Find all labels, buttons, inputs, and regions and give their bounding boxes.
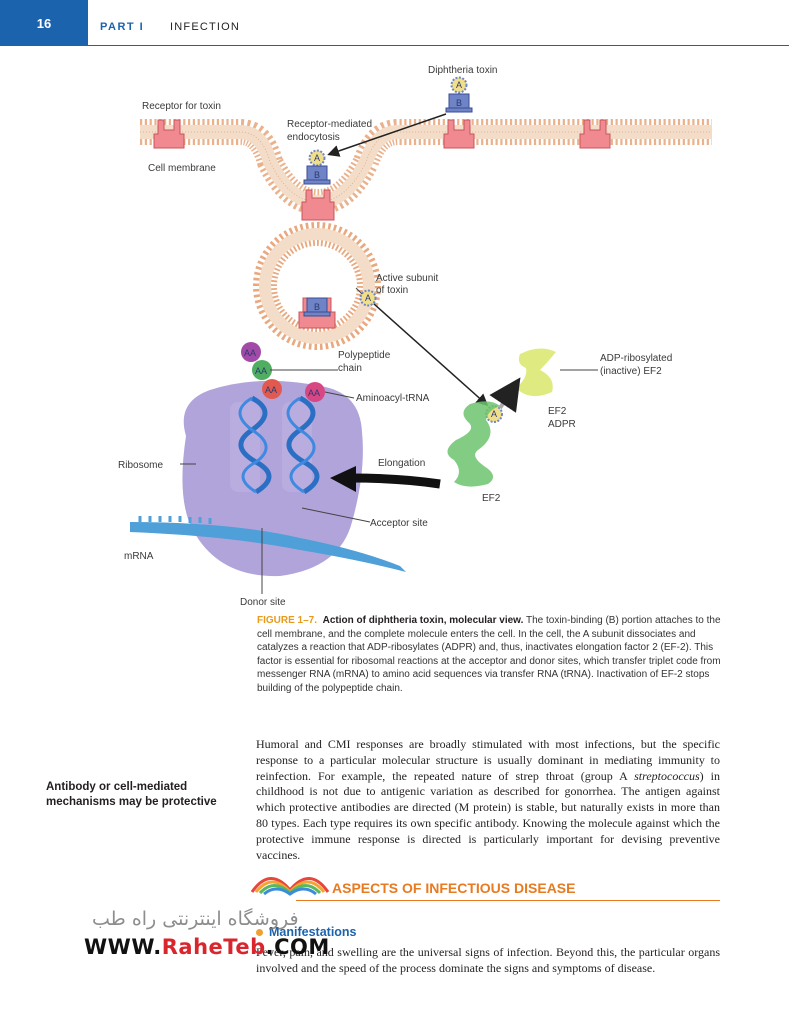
margin-note: Antibody or cell-mediated mechanisms may… bbox=[46, 781, 217, 808]
section-heading: ASPECTS OF INFECTIOUS DISEASE bbox=[250, 876, 720, 902]
page-header: 16 PART I INFECTION bbox=[0, 0, 789, 48]
diphtheria-toxin: A B bbox=[445, 76, 473, 113]
body-paragraph: Humoral and CMI responses are broadly st… bbox=[256, 737, 720, 862]
amino-acid: AA bbox=[305, 382, 325, 402]
subunit-a-label: A bbox=[365, 293, 371, 303]
subsection-heading: Manifestations bbox=[256, 925, 357, 939]
receptor bbox=[443, 119, 475, 149]
part-label: PART I bbox=[100, 21, 145, 33]
figure-caption: FIGURE 1–7. Action of diphtheria toxin, … bbox=[257, 614, 727, 696]
subunit-a-label: A bbox=[491, 409, 497, 419]
label-receptor: Receptor for toxin bbox=[142, 101, 221, 112]
subunit-b-label: B bbox=[314, 170, 320, 180]
label-adp-ribosylated-2: (inactive) EF2 bbox=[600, 366, 662, 377]
section-title: ASPECTS OF INFECTIOUS DISEASE bbox=[332, 880, 576, 896]
body-paragraph-2: Fever, pain, and swelling are the univer… bbox=[256, 945, 720, 975]
receptor bbox=[153, 119, 185, 149]
figure-number: FIGURE 1–7. bbox=[257, 615, 318, 626]
adp-ribosylated-ef2 bbox=[516, 348, 556, 397]
watermark-persian: فروشگاه اینترنتی راه طب bbox=[92, 908, 299, 930]
trna-helix bbox=[238, 395, 272, 495]
page-number: 16 bbox=[0, 0, 88, 46]
cell-membrane bbox=[140, 119, 712, 216]
svg-text:AA: AA bbox=[308, 388, 320, 398]
label-adpr: ADPR bbox=[548, 419, 576, 430]
label-endocytosis-2: endocytosis bbox=[287, 132, 340, 143]
receptor bbox=[301, 189, 335, 221]
svg-text:AA: AA bbox=[265, 385, 277, 395]
trna-helix bbox=[286, 395, 320, 495]
figure-caption-text: The toxin-binding (B) portion attaches t… bbox=[257, 615, 721, 694]
label-acceptor-site: Acceptor site bbox=[370, 518, 428, 529]
ef2-protein bbox=[447, 401, 500, 487]
label-diphtheria-toxin: Diphtheria toxin bbox=[428, 65, 497, 76]
chapter-label: INFECTION bbox=[170, 21, 241, 33]
label-polypeptide: Polypeptide bbox=[338, 350, 391, 361]
svg-text:AA: AA bbox=[255, 366, 267, 376]
section-rule bbox=[296, 900, 720, 901]
label-endocytosis: Receptor-mediated bbox=[287, 119, 372, 130]
subunit-a-label: A bbox=[456, 80, 462, 90]
book-rainbow-icon bbox=[250, 877, 330, 896]
endocytic-vesicle: B bbox=[253, 222, 381, 350]
watermark-url[interactable]: WWW.RaheTeb.COM bbox=[84, 935, 330, 959]
header-rule bbox=[88, 45, 789, 46]
label-polypeptide-2: chain bbox=[338, 363, 362, 374]
elongation-arrow bbox=[349, 473, 441, 489]
subunit-b-label: B bbox=[314, 302, 320, 312]
svg-text:AA: AA bbox=[244, 348, 256, 358]
label-active-subunit: Active subunit bbox=[376, 273, 438, 284]
amino-acid: AA bbox=[252, 360, 272, 380]
label-aminoacyl-trna: Aminoacyl-tRNA bbox=[356, 393, 430, 404]
subunit-b-label: B bbox=[456, 98, 462, 108]
bullet-dot-icon bbox=[256, 929, 263, 937]
bound-toxin: A B bbox=[303, 149, 331, 185]
label-active-subunit-2: of toxin bbox=[376, 285, 408, 296]
label-cell-membrane: Cell membrane bbox=[148, 163, 216, 174]
figure-title: Action of diphtheria toxin, molecular vi… bbox=[322, 615, 524, 626]
mrna-strand bbox=[130, 522, 406, 572]
label-ef2-top: EF2 bbox=[548, 406, 567, 417]
receptor bbox=[579, 119, 611, 149]
label-ribosome: Ribosome bbox=[118, 460, 163, 471]
label-ef2: EF2 bbox=[482, 493, 501, 504]
diphtheria-toxin-figure: A B A B B A A bbox=[118, 65, 712, 608]
label-mrna: mRNA bbox=[124, 551, 154, 562]
active-subunit-a: A bbox=[359, 289, 377, 307]
amino-acid: AA bbox=[262, 379, 282, 399]
label-elongation: Elongation bbox=[378, 458, 425, 469]
label-donor-site: Donor site bbox=[240, 597, 286, 608]
subunit-a-label: A bbox=[314, 153, 320, 163]
label-adp-ribosylated: ADP-ribosylated bbox=[600, 353, 672, 364]
amino-acid: AA bbox=[241, 342, 261, 362]
